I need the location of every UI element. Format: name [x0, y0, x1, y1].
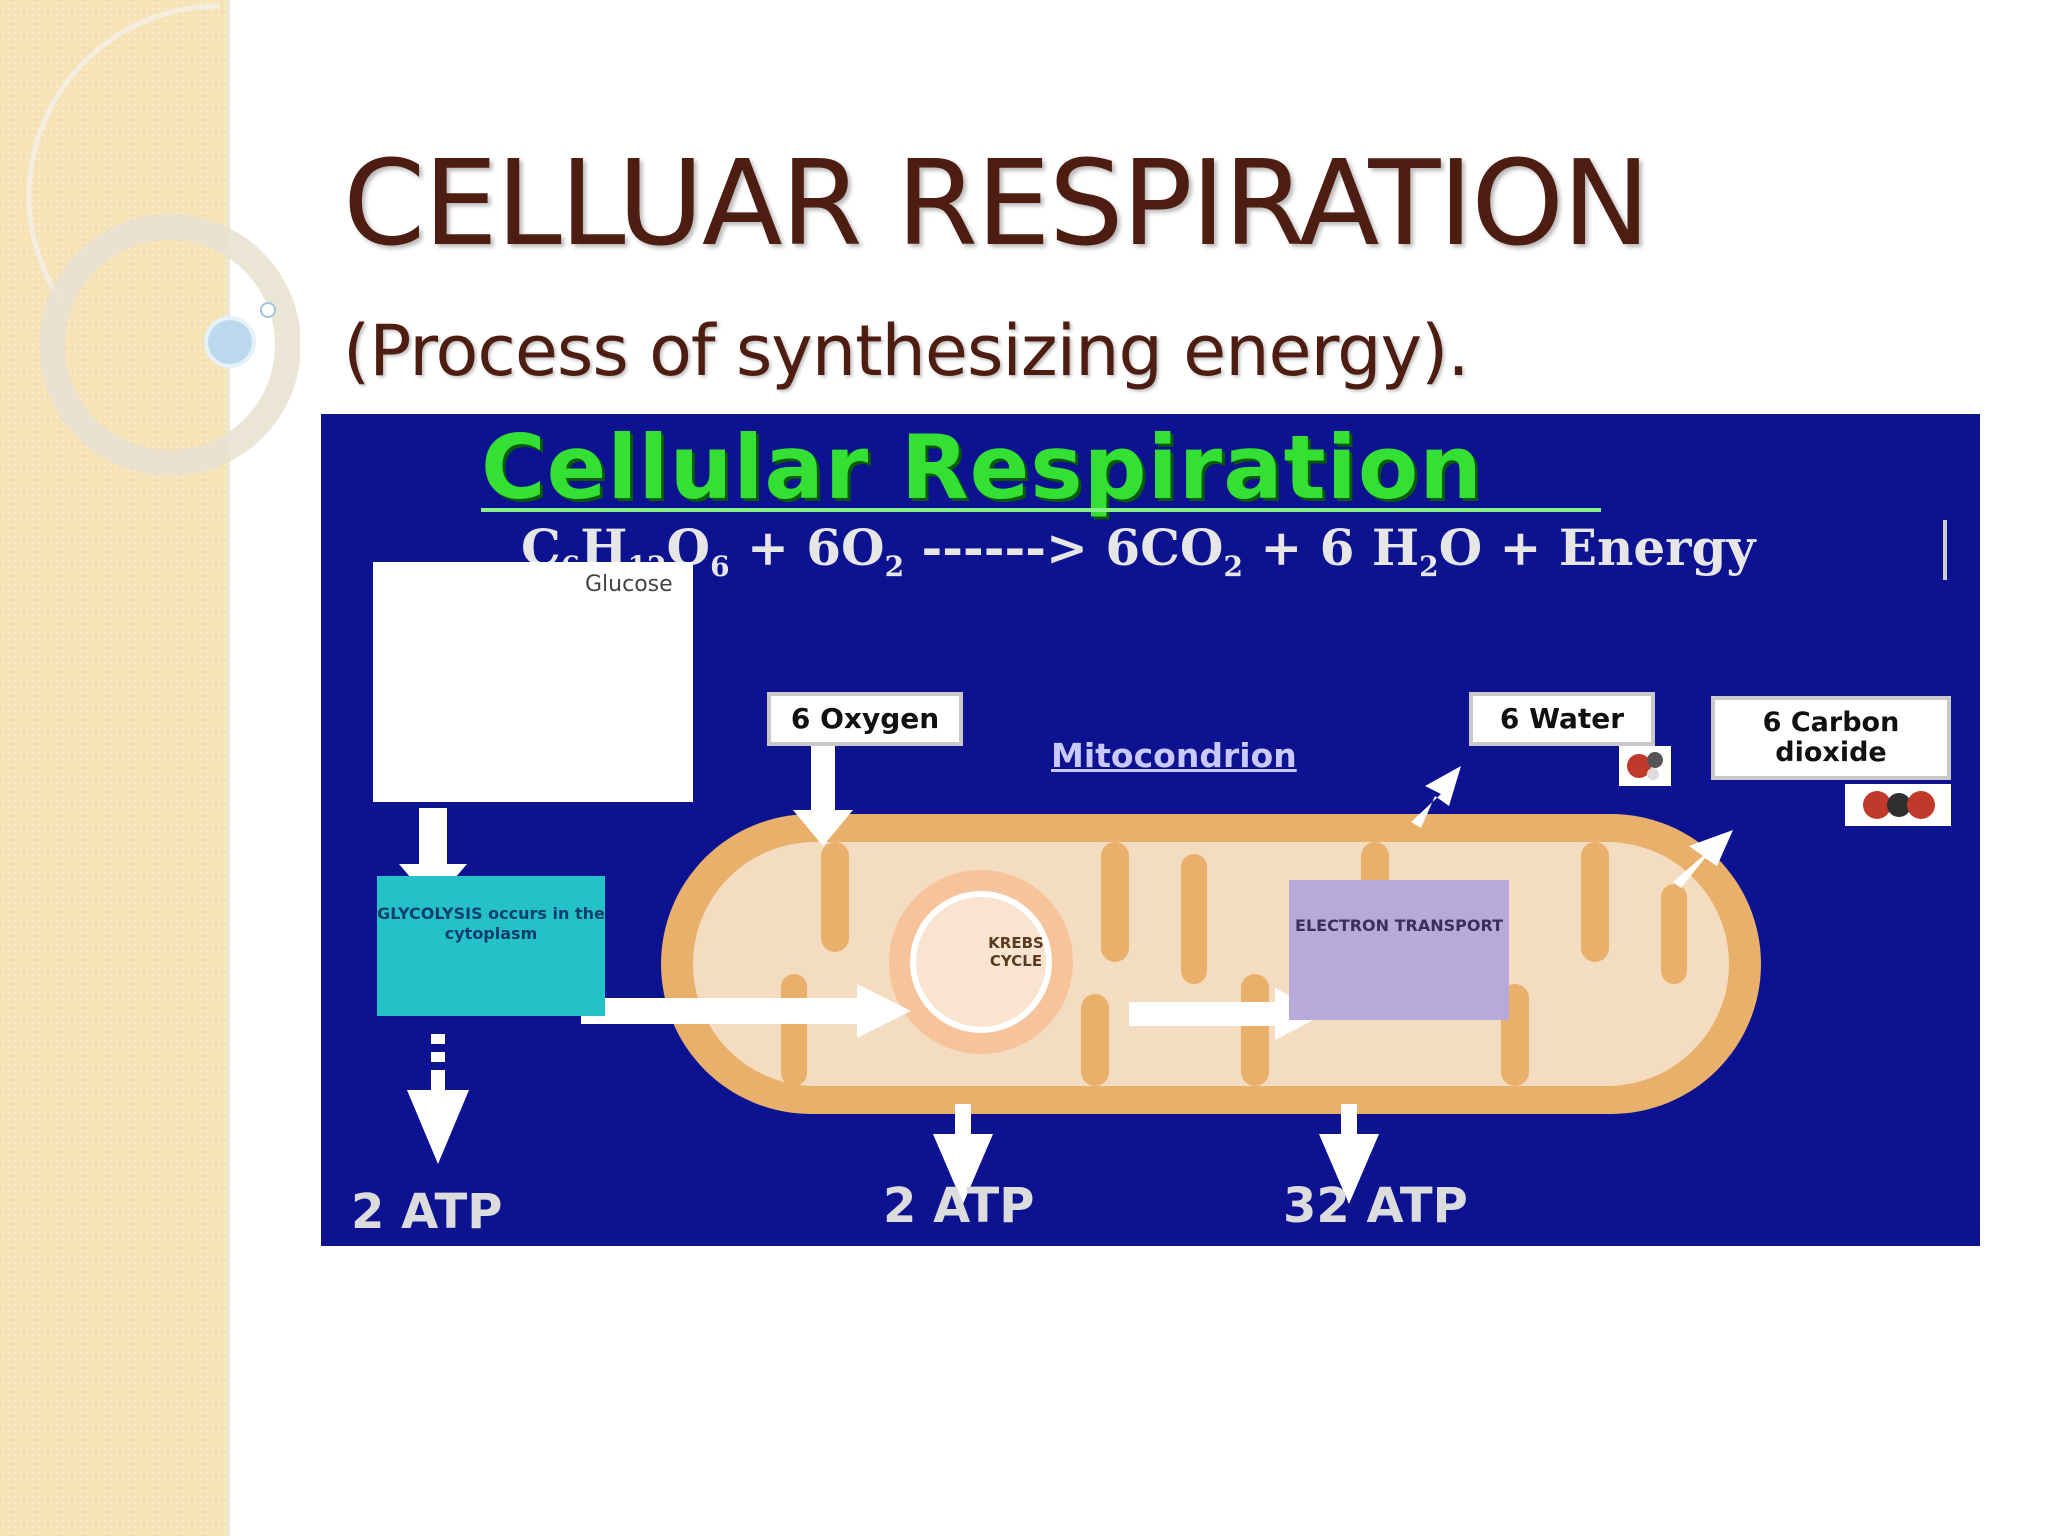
oxygen-label: 6 Oxygen [767, 692, 963, 746]
mitochondrion [661, 814, 1761, 1114]
diagram-title: Cellular Respiration [481, 416, 1483, 519]
krebs-cycle-label: KREBS CYCLE [988, 934, 1044, 970]
glucose-label: Glucose [585, 572, 673, 597]
mitochondrion-label: Mitocondrion [1051, 736, 1297, 775]
glycolysis-box: GLYCOLYSIS occurs in the cytoplasm [377, 876, 605, 1016]
glucose-panel: Glucose [373, 562, 693, 802]
decorative-rings [26, 3, 300, 476]
equation-divider [1943, 520, 1947, 580]
carbon-dioxide-molecule-icon [1845, 784, 1951, 826]
water-molecule-icon [1619, 746, 1671, 786]
atp-label-electron-transport: 32 ATP [1283, 1178, 1468, 1234]
atp-label-krebs: 2 ATP [883, 1178, 1035, 1234]
carbon-dioxide-label: 6 Carbon dioxide [1711, 696, 1951, 780]
cellular-respiration-diagram: Cellular Respiration C6H12O6 + 6O2 -----… [321, 414, 1980, 1246]
electron-transport-box: ELECTRON TRANSPORT [1289, 880, 1509, 1020]
respiration-equation: C6H12O6 + 6O2 ------> 6CO2 + 6 H2O + Ene… [521, 518, 1756, 583]
flow-arrows [399, 744, 1733, 1204]
slide-subtitle: (Process of synthesizing energy). [343, 310, 1470, 392]
diagram-title-underline [481, 508, 1601, 512]
slide-title: CELLUAR RESPIRATION [343, 134, 1650, 272]
water-label: 6 Water [1469, 692, 1655, 746]
atp-label-glycolysis: 2 ATP [351, 1184, 503, 1240]
